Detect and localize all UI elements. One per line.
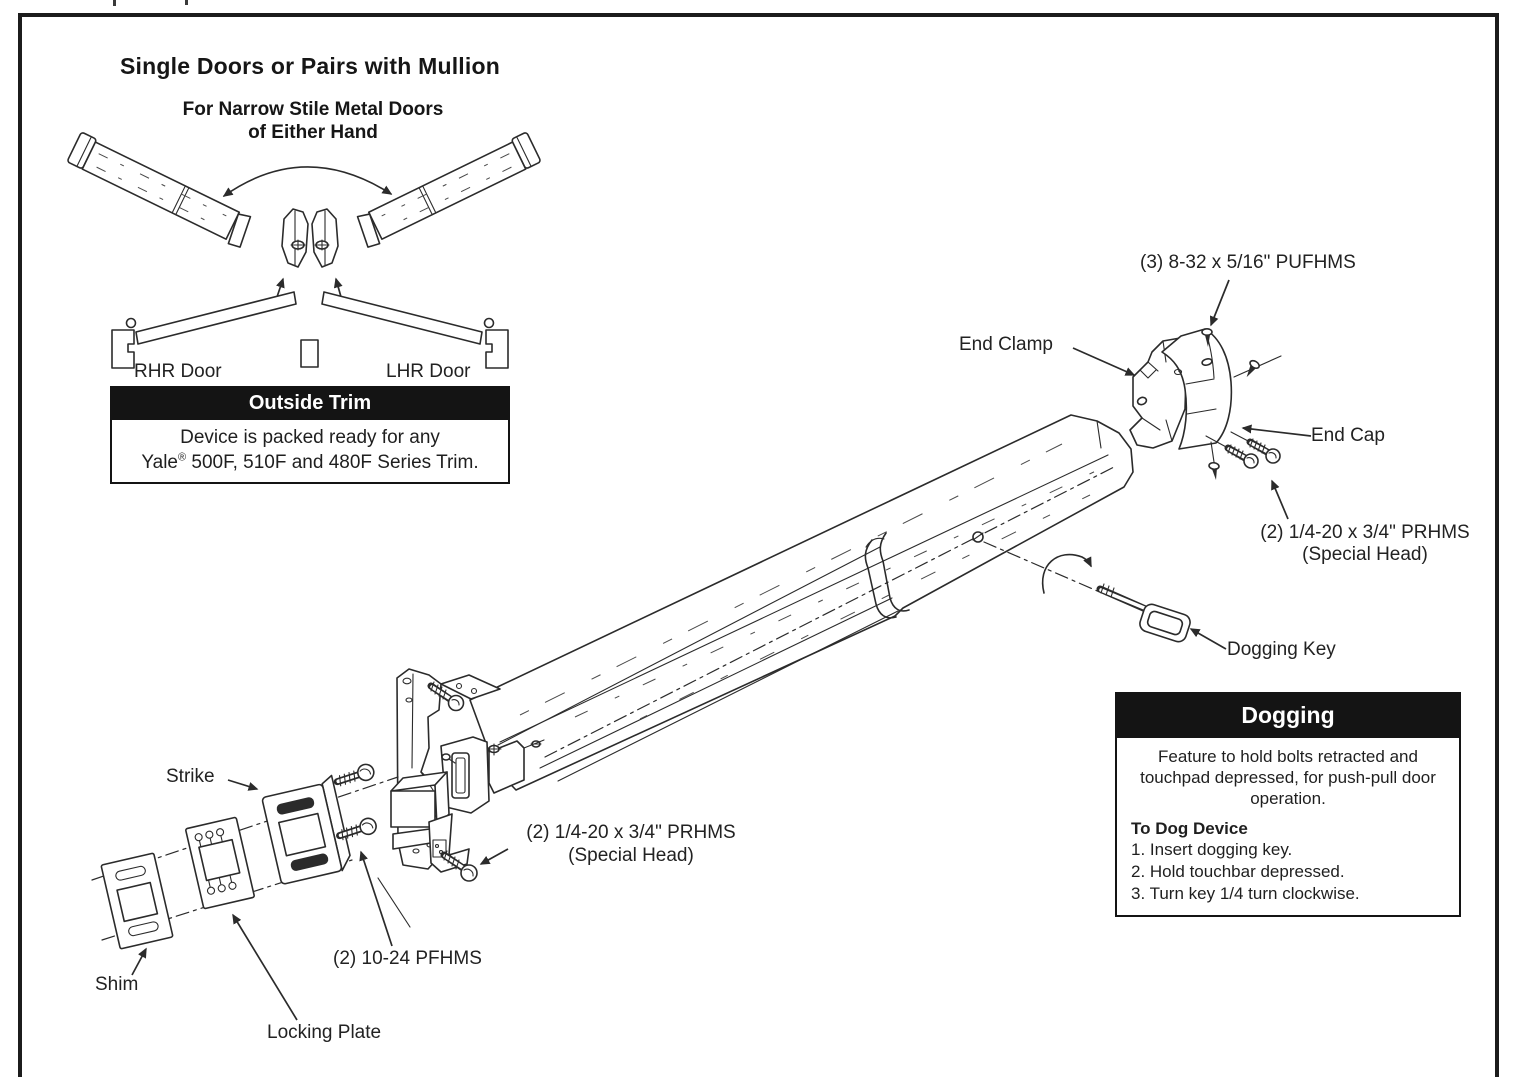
rotate-arrow [1041,553,1092,594]
right-device-head [311,208,339,268]
top-edge-remnants [113,0,188,6]
outside-trim-box: Outside Trim Device is packed ready for … [110,386,510,484]
page-subtitle: For Narrow Stile Metal Doors of Either H… [113,98,513,144]
lhr-door-label: LHR Door [386,361,471,382]
dogging-key-leader [1189,628,1227,650]
page-border-frame [18,13,1499,1077]
locking-plate-label: Locking Plate [267,1022,382,1043]
end-clamp-cap-group [1129,327,1282,480]
prhms-center-leader [479,848,509,865]
subtitle-line-1: For Narrow Stile Metal Doors [182,99,444,120]
shim-label: Shim [95,974,139,995]
lhr-door-plan [321,291,509,369]
dogging-box: Dogging Feature to hold bolts retracted … [1115,692,1461,917]
left-door-arrow [276,277,285,298]
head-bottom-screw [440,850,478,882]
subtitle-line-2: of Either Hand [248,122,378,143]
dogging-key-label: Dogging Key [1227,639,1336,660]
pufhms-label: (3) 8-32 x 5/16" PUFHMS [1140,252,1356,273]
outside-trim-header: Outside Trim [112,388,508,420]
right-door-arrow [333,277,343,298]
locking-plate-leader [232,913,298,1021]
strike-part [261,774,351,885]
right-device-bar [356,132,541,248]
to-dog-device-subhead: To Dog Device [1131,819,1248,838]
strike-assembly [91,763,399,950]
registered-mark: ® [177,451,187,464]
shim-part [100,852,174,950]
prhms-center-line-2: (Special Head) [568,845,694,866]
left-device-head [281,208,309,268]
callout-leaders [131,279,1312,1021]
prhms-center-label: (2) 1/4-20 x 3/4" PRHMS (Special Head) [506,821,756,867]
prhms-right-line-2: (Special Head) [1302,544,1428,565]
strike-screw-2 [336,817,377,841]
rhr-door-label: RHR Door [134,361,222,382]
left-device-bar [67,132,252,248]
outside-trim-line-1: Device is packed ready for any [180,427,440,448]
end-clamp-leader [1072,347,1136,376]
prhms-screw-a [1205,435,1259,469]
prhms-right-leader [1271,479,1289,520]
main-device-drawing [469,414,1134,791]
device-head-assembly [377,668,545,928]
strike-screw-1 [333,763,375,787]
page-title: Single Doors or Pairs with Mullion [120,53,500,79]
pfhms-label: (2) 10-24 PFHMS [333,948,482,969]
prhms-center-line-1: (2) 1/4-20 x 3/4" PRHMS [526,822,736,843]
device-pair-diagram [67,132,541,369]
dogging-box-body: Feature to hold bolts retracted and touc… [1117,738,1459,915]
head-top-screw [427,681,465,712]
shim-leader [131,947,147,976]
swing-arc-arrow [222,166,393,197]
pfhms-leader [359,850,393,947]
dogging-step-1: 1. Insert dogging key. [1131,840,1293,859]
strike-leader [227,779,259,791]
dogging-desc: Feature to hold bolts retracted and touc… [1123,746,1453,809]
dogging-step-2: 2. Hold touchbar depressed. [1131,862,1345,881]
mullion-plan [300,339,319,368]
dogging-desc-line-3: operation. [1250,789,1326,808]
outside-trim-line-2: Yale® 500F, 510F and 480F Series Trim. [141,451,479,473]
pufhms-screw-bottom [1208,441,1220,480]
dogging-desc-line-2: touchpad depressed, for push-pull door [1140,768,1436,787]
end-cap-label: End Cap [1311,425,1385,446]
prhms-screw-b [1230,431,1281,464]
end-cap-leader [1241,424,1312,437]
dogging-step-3: 3. Turn key 1/4 turn clockwise. [1131,884,1360,903]
locking-plate-part [185,816,255,910]
strike-label: Strike [166,766,215,787]
dogging-desc-line-1: Feature to hold bolts retracted and [1158,747,1418,766]
rhr-door-plan [111,291,297,369]
outside-trim-body: Device is packed ready for any Yale® 500… [112,420,508,482]
prhms-right-label: (2) 1/4-20 x 3/4" PRHMS (Special Head) [1240,522,1490,566]
prhms-right-line-1: (2) 1/4-20 x 3/4" PRHMS [1260,522,1470,543]
end-cap-part [1161,328,1233,450]
pufhms-screw-top [1201,327,1213,347]
end-clamp-label: End Clamp [959,334,1053,355]
dogging-box-header: Dogging [1117,694,1459,738]
pufhms-leader [1209,279,1230,327]
dogging-key-group [983,541,1191,643]
pufhms-screw-right [1233,355,1282,378]
